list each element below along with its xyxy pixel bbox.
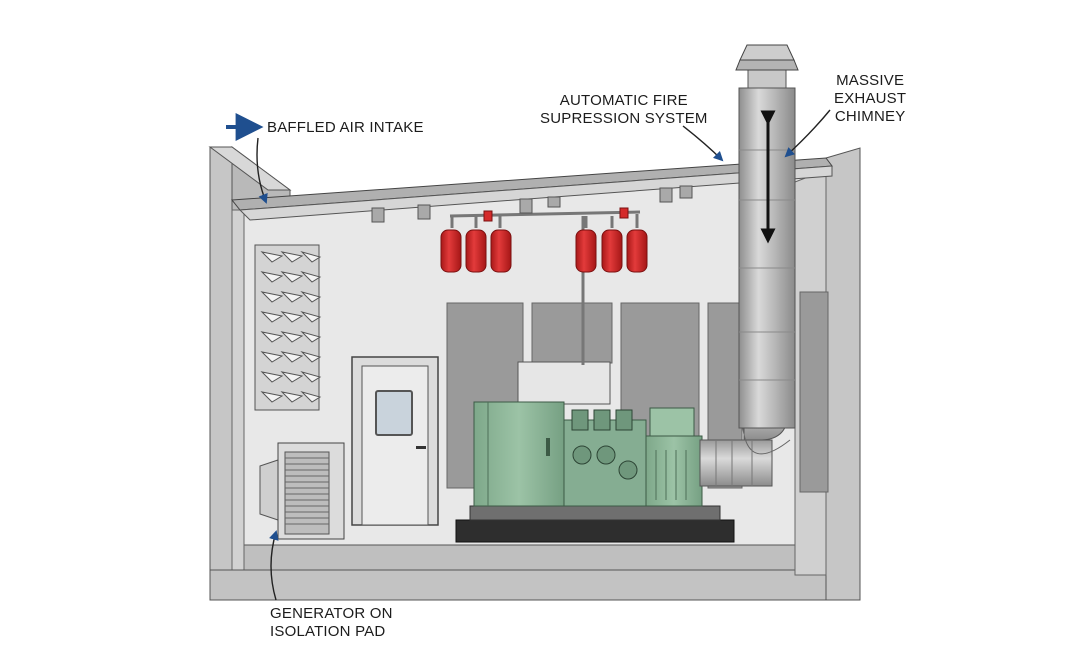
fire-cylinder (626, 229, 648, 273)
generator-label-line2: ISOLATION PAD (270, 623, 386, 640)
exhaust-chimney (735, 44, 799, 429)
ceiling-sprinkler-heads (371, 185, 693, 223)
fire-cylinder (440, 229, 462, 273)
alternator (645, 435, 703, 507)
fire-suppression-cylinders (440, 229, 648, 273)
fire-cylinder (490, 229, 512, 273)
right-wall (794, 147, 861, 601)
acoustic-panel (531, 302, 613, 364)
chimney-label: MASSIVE EXHAUST CHIMNEY (834, 72, 906, 126)
isolation-pad (455, 505, 735, 543)
control-panel (517, 361, 611, 405)
generator-label: GENERATOR ON ISOLATION PAD (270, 605, 393, 641)
chimney-cap-support (747, 67, 787, 89)
generator-set (473, 401, 703, 507)
chimney-callout-arrow (784, 109, 831, 158)
fire-valves (483, 207, 629, 222)
radiator-unit (259, 442, 345, 540)
fire-cylinder (575, 229, 597, 273)
fire-suppression-label-line1: AUTOMATIC FIRE (559, 92, 688, 109)
fire-cylinder (465, 229, 487, 273)
fire-suppression-label-line2: SUPRESSION SYSTEM (540, 110, 708, 127)
baffled-air-intake (254, 244, 322, 411)
chimney-label-line3: CHIMNEY (834, 108, 906, 125)
callout-arrows (226, 109, 831, 601)
generator-label-line1: GENERATOR ON (270, 605, 393, 622)
door-window (375, 390, 413, 436)
chimney-rain-cap (735, 59, 799, 71)
roof-beam (231, 157, 833, 221)
floor-slab (209, 569, 841, 601)
generator-callout-arrow (269, 530, 279, 601)
air-intake-label-text: BAFFLED AIR INTAKE (267, 119, 424, 136)
access-door (351, 356, 439, 526)
chimney-label-line1: MASSIVE (836, 72, 905, 89)
door-handle (416, 446, 426, 449)
air-intake-label: BAFFLED AIR INTAKE (267, 119, 424, 137)
right-wall-panel (799, 291, 829, 493)
chimney-label-line2: EXHAUST (834, 90, 907, 107)
fire-suppression-label: AUTOMATIC FIRE SUPRESSION SYSTEM (540, 92, 708, 128)
fire-callout-arrow (682, 125, 724, 162)
fire-cylinder (601, 229, 623, 273)
air-intake-callout-arrow (256, 137, 268, 204)
